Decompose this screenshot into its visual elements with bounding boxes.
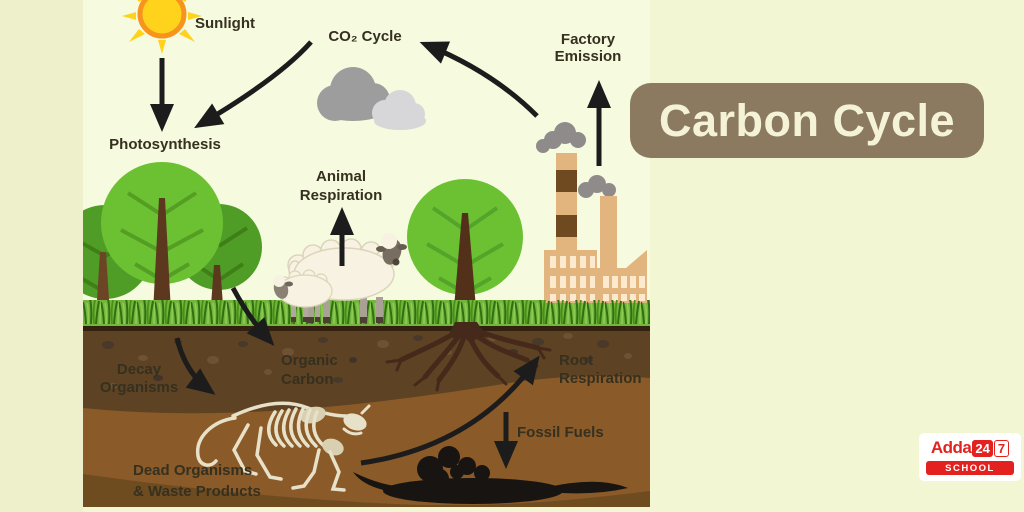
- logo-24-box: 24: [972, 439, 993, 457]
- adda247-school-logo: Adda 24 7 SCHOOL: [919, 433, 1021, 481]
- arrow-co2-to-photosynthesis: [194, 40, 313, 129]
- soil-layers: [83, 326, 650, 507]
- arrow-organic-carbon: [230, 286, 275, 346]
- logo-school-bar: SCHOOL: [926, 461, 1014, 475]
- carbon-cycle-diagram: [83, 0, 650, 507]
- label-organic-carbon: Organic Carbon: [281, 352, 338, 388]
- logo-wordmark: Adda 24 7: [919, 438, 1021, 458]
- label-animal-respiration: Animal Respiration: [299, 168, 383, 204]
- tree-cluster-icon: [83, 162, 262, 332]
- arrow-root-respiration: [360, 355, 540, 466]
- background-strip: [0, 0, 83, 512]
- factory-icon: [536, 122, 647, 303]
- label-decay-organisms: Decay Organisms: [99, 361, 179, 396]
- diagram-artwork: [83, 0, 650, 507]
- sheep-icon: [273, 233, 407, 323]
- label-root-respiration: Root Respiration: [559, 352, 642, 387]
- page-title: Carbon Cycle: [658, 94, 956, 146]
- sun-icon: [122, 0, 202, 54]
- title-badge: Carbon Cycle: [630, 83, 984, 158]
- logo-7-box: 7: [993, 439, 1010, 457]
- label-dead-organisms: Dead Organisms & Waste Products: [133, 462, 261, 500]
- label-photosynthesis: Photosynthesis: [109, 136, 221, 153]
- arrow-decay: [174, 337, 216, 395]
- roots-icon: [385, 322, 552, 392]
- label-fossil-fuels: Fossil Fuels: [517, 424, 604, 441]
- label-co2-cycle: CO₂ Cycle: [328, 28, 402, 45]
- label-sunlight: Sunlight: [195, 15, 255, 32]
- cloud-icon: [317, 67, 426, 130]
- oil-deposit-icon: [353, 446, 628, 504]
- arrows: [150, 40, 611, 469]
- label-factory-emission: Factory Emission: [554, 31, 622, 65]
- arrow-factory-to-co2: [419, 41, 539, 118]
- skeleton-icon: [196, 401, 371, 492]
- logo-brand-text: Adda: [930, 438, 972, 457]
